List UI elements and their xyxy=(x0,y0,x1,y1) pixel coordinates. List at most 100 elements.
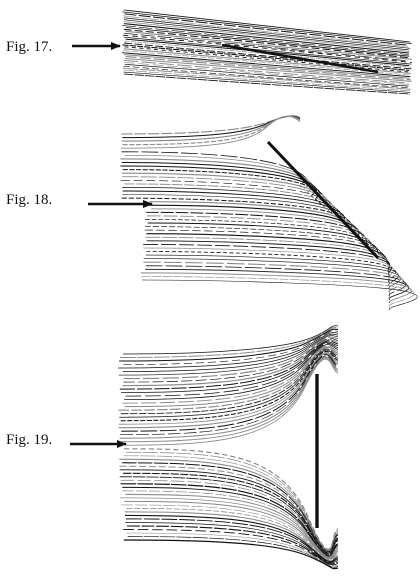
flow-line xyxy=(120,357,339,443)
figure-17-label: Fig. 17. xyxy=(6,39,53,55)
figure-19-label: Fig. 19. xyxy=(6,432,53,448)
flow-line xyxy=(146,251,397,284)
flow-line xyxy=(121,341,339,393)
flow-line xyxy=(122,15,409,48)
flow-line xyxy=(127,525,339,565)
flow-line xyxy=(123,36,412,65)
flow-line xyxy=(123,17,411,49)
flow-line xyxy=(125,493,339,559)
flow-line xyxy=(118,335,339,376)
flow-line xyxy=(118,353,339,429)
flow-line xyxy=(124,500,339,560)
flow-line xyxy=(145,236,391,270)
flow-line xyxy=(123,28,410,59)
flow-line xyxy=(146,233,391,267)
figure-18-label: Fig. 18. xyxy=(6,192,53,208)
flow-line xyxy=(149,201,358,236)
flow-line xyxy=(122,11,412,44)
flow-line xyxy=(143,247,394,280)
flow-line xyxy=(123,9,411,43)
flow-line xyxy=(121,354,339,432)
flow-line xyxy=(119,340,339,390)
flow-line xyxy=(143,258,402,290)
flow-line xyxy=(126,508,339,561)
flow-line xyxy=(123,19,409,51)
flow-line xyxy=(119,355,339,436)
flow-line xyxy=(118,332,339,369)
flow-line xyxy=(123,69,410,92)
flow-line xyxy=(124,13,409,46)
flow-line xyxy=(124,63,409,87)
flow-line xyxy=(123,338,339,383)
flow-line xyxy=(122,486,339,557)
flow-line xyxy=(120,115,301,149)
flow-line xyxy=(143,243,392,277)
flow-line xyxy=(122,339,339,387)
flow-line xyxy=(125,55,411,81)
flow-line xyxy=(124,42,412,70)
flow-line xyxy=(124,54,410,79)
flow-line xyxy=(125,358,339,446)
flow-line xyxy=(125,342,339,397)
flow-line xyxy=(145,211,370,246)
flow-line xyxy=(145,265,407,297)
flow-line xyxy=(123,539,339,570)
flow-line xyxy=(122,52,411,78)
flow-line xyxy=(125,522,339,564)
flow-line xyxy=(123,73,411,95)
flow-line xyxy=(122,194,350,229)
flow-line xyxy=(124,32,409,62)
flow-line xyxy=(123,23,409,54)
flow-line xyxy=(123,336,339,380)
flow-line xyxy=(122,115,301,139)
flow-line xyxy=(122,25,409,55)
flow-line xyxy=(124,46,409,73)
flow-line xyxy=(119,328,339,362)
flow-line xyxy=(123,62,410,85)
flow-line xyxy=(122,67,412,90)
flow-line xyxy=(145,254,399,287)
flow-line xyxy=(119,326,339,358)
flow-line xyxy=(125,30,412,60)
flow-line xyxy=(143,261,404,294)
flow-line xyxy=(120,348,339,415)
flow-line xyxy=(119,497,339,559)
flow-line xyxy=(120,504,339,561)
flow-line xyxy=(124,511,339,562)
flow-line xyxy=(120,483,339,557)
flow-line xyxy=(122,333,339,372)
flow-line xyxy=(124,346,339,408)
flow-line xyxy=(118,352,339,425)
flow-line xyxy=(123,330,339,365)
flow-line xyxy=(127,536,339,568)
flow-line xyxy=(145,268,409,301)
flow-line xyxy=(123,21,410,52)
flow-line xyxy=(122,345,339,404)
flow-line xyxy=(123,529,339,566)
flow-line xyxy=(141,276,415,307)
flow-line xyxy=(124,155,310,191)
flow-line xyxy=(120,350,339,422)
flow-line xyxy=(123,71,411,93)
figure-19-flow-lines xyxy=(118,325,339,570)
flow-line xyxy=(125,532,339,567)
flow-line xyxy=(123,34,412,63)
flow-line xyxy=(122,325,339,355)
flow-line xyxy=(125,58,412,82)
flow-line xyxy=(142,279,418,311)
flow-line xyxy=(119,356,339,439)
flow-line xyxy=(124,514,339,563)
flow-line xyxy=(118,347,339,411)
figure-17 xyxy=(72,9,412,95)
figure-19 xyxy=(70,325,339,570)
flow-line xyxy=(147,204,362,239)
flow-line xyxy=(121,197,354,232)
figure-18-plate xyxy=(266,140,380,260)
flow-line xyxy=(146,240,391,273)
flow-line xyxy=(121,115,301,135)
flow-line xyxy=(121,151,307,188)
flow-line xyxy=(125,27,410,57)
flow-line xyxy=(123,59,409,84)
flow-line xyxy=(151,208,366,243)
